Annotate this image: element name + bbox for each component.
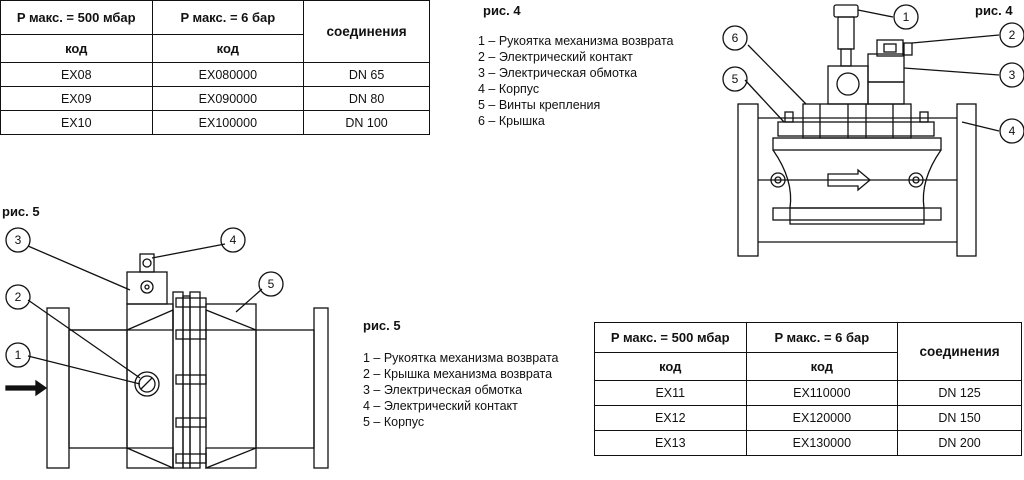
callout-circle [999,62,1024,88]
callout-label: 4 [1009,124,1016,138]
callout-label: 6 [732,31,739,45]
fig4-legend: 1 – Рукоятка механизма возврата 2 – Элек… [478,33,673,129]
legend-item: 1 – Рукоятка механизма возврата [363,351,559,365]
callout-circle [5,227,31,253]
header-pmax-6: P макс. = 6 бар [745,322,899,353]
table-cell: DN 80 [303,86,430,111]
legend-item: 4 – Корпус [478,82,540,96]
callout-circle [999,22,1024,48]
table-row: EX11 EX110000 DN 125 [594,380,1022,406]
table-cell: DN 65 [303,62,430,87]
callout-label: 2 [15,290,22,304]
table-cell: EX120000 [745,405,899,431]
subheader-code: код [594,352,747,381]
table-cell: EX100000 [151,110,305,135]
legend-item: 3 – Электрическая обмотка [363,383,523,397]
callout-circle [999,118,1024,144]
table-row: EX10 EX100000 DN 100 [0,110,430,135]
table-row: EX08 EX080000 DN 65 [0,62,430,87]
callout-label: 4 [230,233,237,247]
legend-item: 2 – Электрический контакт [478,50,633,64]
table-cell: EX10 [0,110,153,135]
subheader-code: код [0,34,153,63]
spec-table-top: P макс. = 500 мбар P макс. = 6 бар соеди… [0,0,430,135]
fig5-legend: 1 – Рукоятка механизма возврата 2 – Крыш… [363,350,558,430]
fig5-legend-title: рис. 5 [363,318,401,333]
header-connections: соединения [897,322,1022,381]
spec-table-bottom: P макс. = 500 мбар P макс. = 6 бар соеди… [594,322,1022,456]
callout-circle [258,271,284,297]
legend-item: 5 – Корпус [363,415,425,429]
table-cell: EX11 [594,380,747,406]
legend-item: 5 – Винты крепления [478,98,601,112]
table-row: EX12 EX120000 DN 150 [594,405,1022,431]
legend-item: 6 – Крышка [478,114,545,128]
header-pmax-500: P макс. = 500 мбар [0,0,153,35]
fig4-legend-title: рис. 4 [483,3,521,18]
table-cell: EX110000 [745,380,899,406]
subheader-code: код [151,34,305,63]
callout-label: 1 [15,348,22,362]
table-cell: EX12 [594,405,747,431]
callout-circle [220,227,246,253]
table-cell: EX090000 [151,86,305,111]
table-cell: EX080000 [151,62,305,87]
legend-item: 4 – Электрический контакт [363,399,518,413]
fig5-drawing-title: рис. 5 [2,204,40,219]
callout-circle [722,66,748,92]
callout-label: 5 [268,277,275,291]
table-cell: DN 150 [897,405,1022,431]
callout-label: 3 [1009,68,1016,82]
legend-item: 2 – Крышка механизма возврата [363,367,553,381]
table-row: EX13 EX130000 DN 200 [594,430,1022,456]
table-cell: EX13 [594,430,747,456]
callout-label: 1 [903,10,910,24]
callout-circle [893,4,919,30]
table-cell: DN 100 [303,110,430,135]
fig4-drawing-title: рис. 4 [975,3,1013,18]
legend-item: 3 – Электрическая обмотка [478,66,638,80]
callout-circle [722,25,748,51]
table-row: EX09 EX090000 DN 80 [0,86,430,111]
subheader-code: код [745,352,899,381]
table-cell: EX09 [0,86,153,111]
callout-circle [5,342,31,368]
callout-label: 2 [1009,28,1016,42]
callout-label: 3 [15,233,22,247]
callout-circle [5,284,31,310]
header-pmax-500: P макс. = 500 мбар [594,322,747,353]
table-cell: DN 200 [897,430,1022,456]
header-pmax-6: P макс. = 6 бар [151,0,305,35]
legend-item: 1 – Рукоятка механизма возврата [478,34,674,48]
table-cell: DN 125 [897,380,1022,406]
table-cell: EX130000 [745,430,899,456]
callout-label: 5 [732,72,739,86]
